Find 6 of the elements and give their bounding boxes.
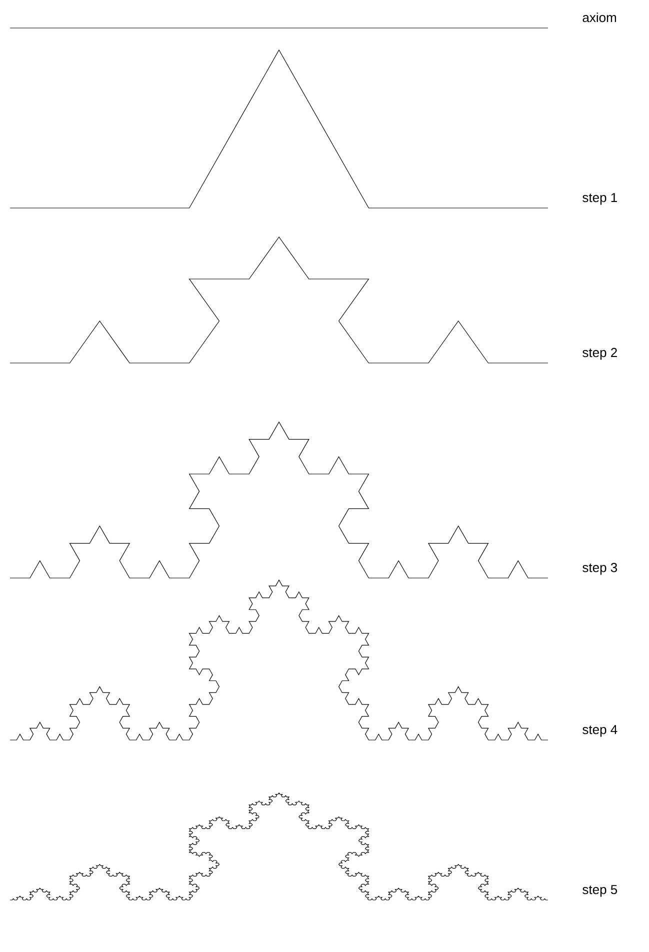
step-label: step 1	[582, 193, 617, 205]
step-label: step 3	[582, 562, 618, 575]
step-label: axiom	[582, 12, 616, 22]
step-label: step 4	[582, 725, 618, 737]
step-label: step 5	[582, 885, 618, 897]
step-label: step 2	[582, 348, 617, 360]
